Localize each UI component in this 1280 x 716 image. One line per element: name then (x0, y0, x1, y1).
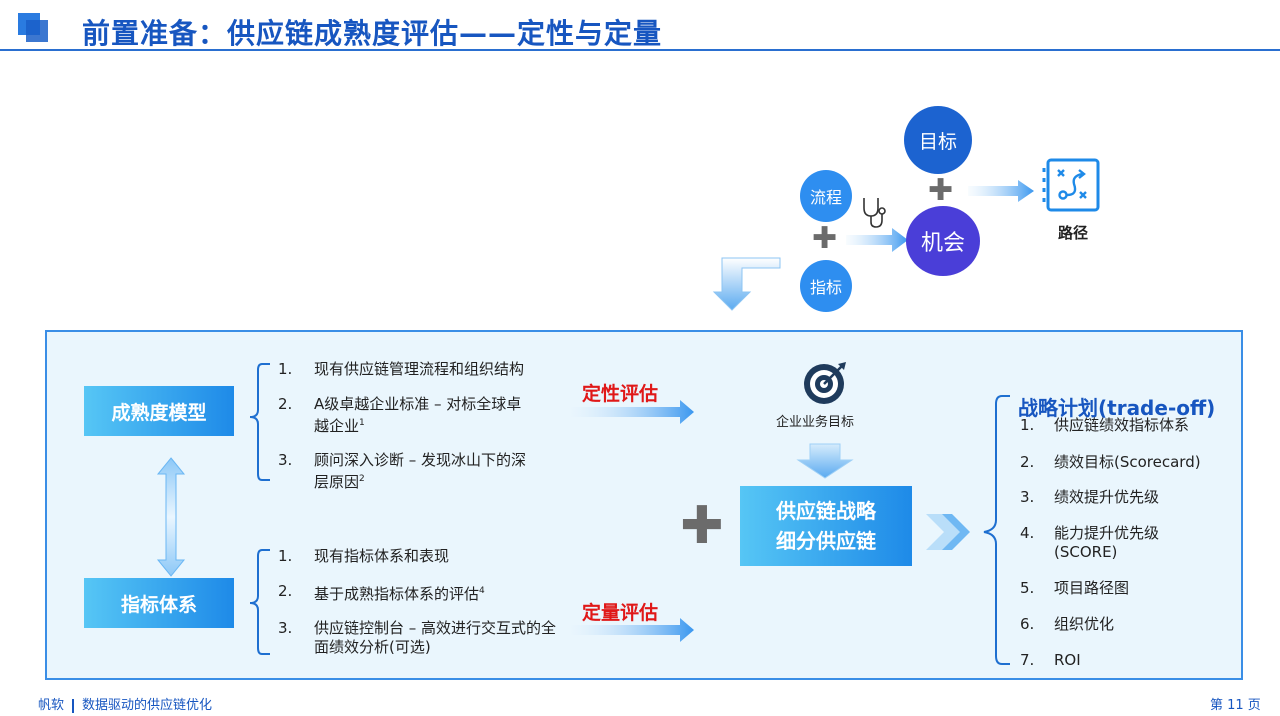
bent-arrow-down (712, 257, 781, 311)
double-arrow (156, 457, 186, 577)
footer: 帆软 数据驱动的供应链优化 (38, 694, 212, 713)
process-circle: 流程 (800, 170, 852, 222)
arrow-to-route (968, 180, 1034, 202)
footer-brand: 帆软 (38, 698, 65, 713)
arrow-quantitative (570, 618, 694, 642)
supply-chain-strategy-box: 供应链战略 细分供应链 (740, 486, 912, 566)
list-item: 2. 基于成熟指标体系的评估4 (278, 582, 485, 603)
maturity-model-box: 成熟度模型 (84, 386, 234, 436)
bracket-strategy (983, 395, 1010, 665)
business-goal-label: 企业业务目标 (776, 415, 855, 430)
list-item: 3. 供应链控制台 – 高效进行交互式的全 面绩效分析(可选) (278, 619, 557, 656)
list-item: 1.供应链绩效指标体系 (1020, 416, 1190, 434)
page-number: 第 11 页 (1210, 698, 1261, 713)
quantitative-label: 定量评估 (582, 602, 659, 624)
list-item: 3.绩效提升优先级 (1020, 488, 1160, 506)
bracket-model (249, 363, 270, 481)
plus-icon: ✚ (928, 173, 954, 208)
list-item: 5.项目路径图 (1020, 579, 1130, 597)
dartboard-icon (804, 362, 846, 404)
list-item: 2.绩效目标(Scorecard) (1020, 453, 1201, 471)
page-title: 前置准备：供应链成熟度评估——定性与定量 (82, 17, 663, 50)
list-item: 6.组织优化 (1020, 615, 1115, 633)
opportunity-circle: 机会 (906, 206, 980, 276)
route-label: 路径 (1058, 224, 1089, 242)
list-item: 7.ROI (1020, 651, 1081, 669)
arrow-to-opportunity (846, 228, 908, 252)
qualitative-label: 定性评估 (582, 383, 659, 405)
arrow-qualitative (570, 400, 694, 424)
list-item: 2. A级卓越企业标准 – 对标全球卓 越企业1 (278, 395, 522, 435)
footer-subtitle: 数据驱动的供应链优化 (82, 698, 213, 713)
header-logo-square-overlay (26, 20, 48, 42)
list-item: 3. 顾问深入诊断 – 发现冰山下的深 层原因2 (278, 451, 527, 491)
route-icon (1042, 158, 1100, 212)
arrow-down-center (796, 443, 854, 479)
plus-icon: ✚ (812, 221, 838, 256)
goal-circle: 目标 (904, 106, 972, 174)
plus-icon: ✚ (680, 496, 724, 556)
list-item: 4.能力提升优先级 (SCORE) (1020, 524, 1160, 561)
list-item: 1. 现有供应链管理流程和组织结构 (278, 360, 525, 378)
chevron-arrow-front (942, 514, 970, 550)
footer-separator (72, 698, 75, 713)
strategy-title: 战略计划(trade-off) (1018, 396, 1216, 420)
assessment-panel (45, 330, 1243, 680)
metric-circle: 指标 (800, 260, 852, 312)
list-item: 1. 现有指标体系和表现 (278, 547, 450, 565)
stethoscope-icon (863, 198, 886, 228)
kpi-system-box: 指标体系 (84, 578, 234, 628)
bracket-kpi (249, 549, 270, 655)
header-divider (0, 49, 1280, 51)
